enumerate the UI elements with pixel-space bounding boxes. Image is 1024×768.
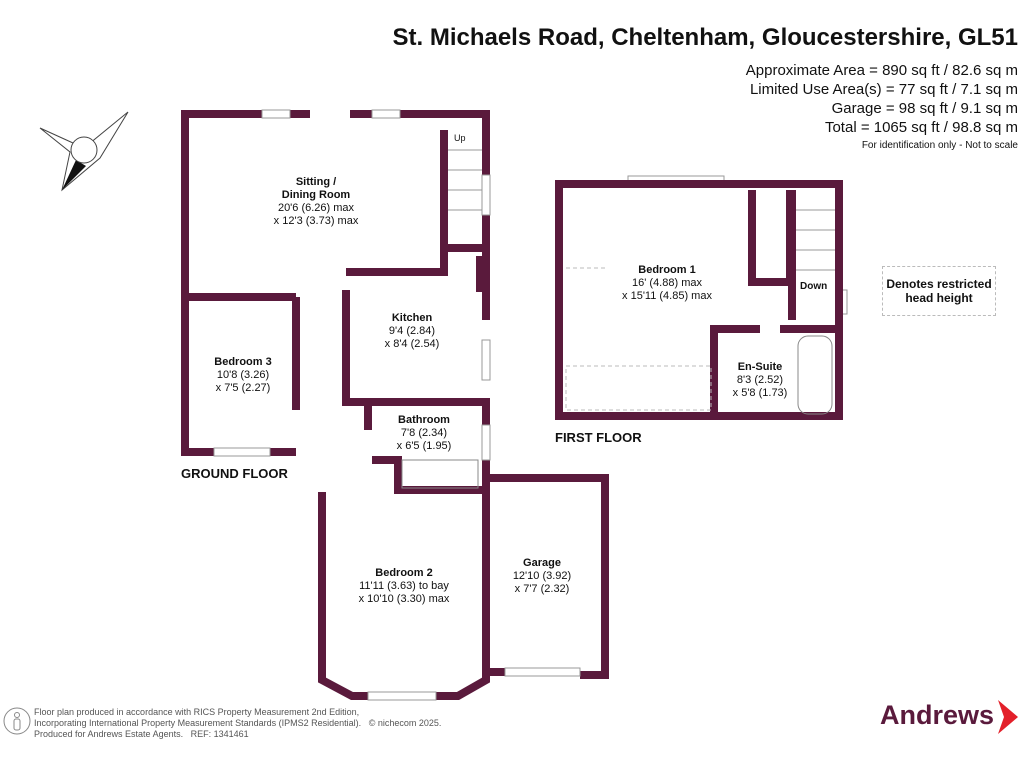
area-approx: Approximate Area = 890 sq ft / 82.6 sq m [745,62,1018,79]
restricted-head-height-area [565,267,712,411]
disclaimer: For identification only - Not to scale [861,140,1018,151]
first-floor-walls [555,180,843,420]
footer-text: Floor plan produced in accordance with R… [34,707,442,739]
ground-floor-label: GROUND FLOOR [181,466,288,481]
page-title: St. Michaels Road, Cheltenham, Glouceste… [392,24,1018,51]
compass-icon [39,111,129,192]
first-floor-label: FIRST FLOOR [555,430,642,445]
reference: REF: 1341461 [190,729,249,739]
ground-floor-walls [181,110,609,700]
stairs-ground [448,149,482,211]
person-icon [3,707,31,735]
stairs-down-label: Down [800,281,828,292]
andrews-logo: Andrews [880,700,995,730]
logo-arrow-icon [998,700,1018,734]
stairs-first [796,209,835,271]
area-limited: Limited Use Area(s) = 77 sq ft / 7.1 sq … [749,81,1018,98]
copyright: © nichecom 2025. [368,718,442,728]
bath-icon [401,335,833,489]
area-total: Total = 1065 sq ft / 98.8 sq m [824,119,1018,136]
stairs-up-label: Up [454,133,466,143]
area-garage: Garage = 98 sq ft / 9.1 sq m [831,100,1018,117]
